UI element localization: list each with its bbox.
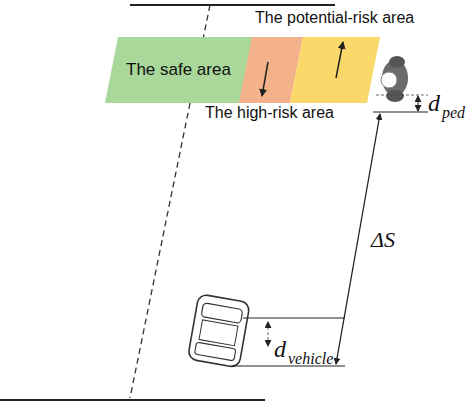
dimension-line: [376, 95, 428, 96]
dimension-line: [243, 318, 345, 319]
dimension-symbol: d: [274, 336, 286, 362]
callout-arrow: [262, 62, 268, 96]
vehicle: [188, 294, 251, 368]
dimension-arrow: [418, 96, 419, 111]
dimension-subscript: vehicle: [288, 350, 333, 368]
dimension-symbol: d: [428, 90, 440, 116]
callout-label: The high-risk area: [205, 104, 334, 122]
zone-label: The safe area: [126, 60, 231, 80]
zone-band: The safe area: [105, 37, 252, 103]
callout-arrow: [336, 42, 343, 78]
callout-label: The potential-risk area: [255, 9, 414, 27]
road-edge: [0, 399, 265, 401]
dimension-subscript: ped: [442, 104, 465, 122]
road-edge: [130, 4, 335, 6]
dimension-arrow: [268, 322, 269, 346]
dimension-symbol: ΔS: [371, 228, 395, 252]
potential-risk-zone: [290, 37, 380, 103]
dimension-line: [373, 112, 428, 113]
